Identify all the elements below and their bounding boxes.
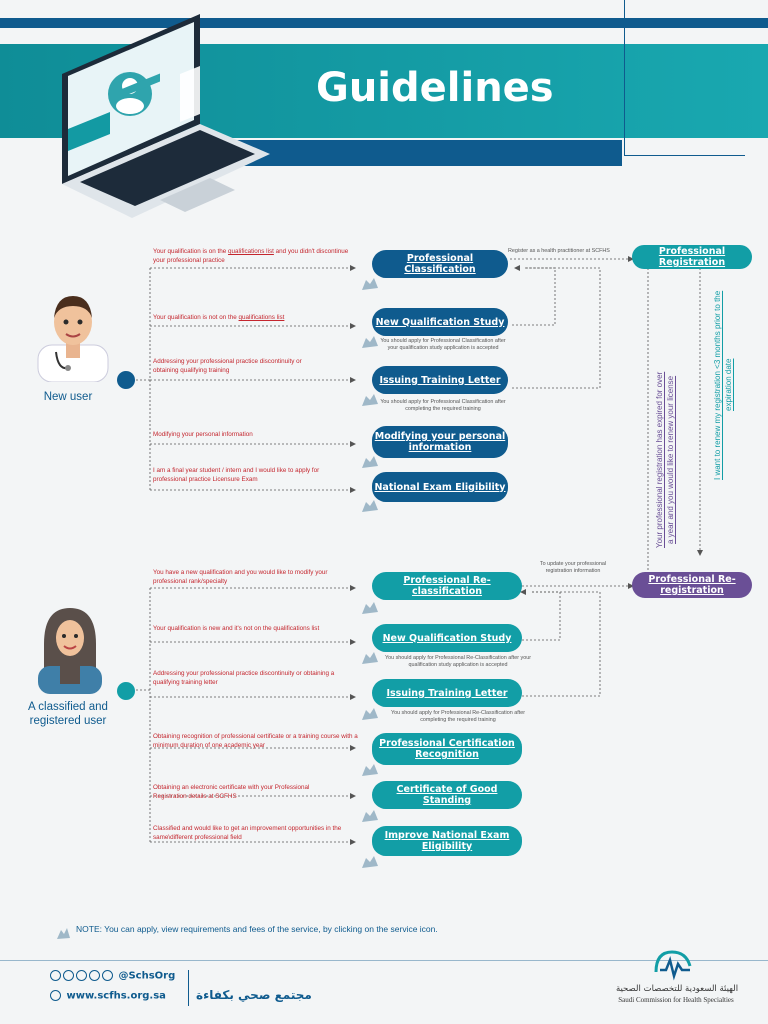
qualifications-list-link[interactable]: qualifications list <box>228 248 274 255</box>
certificate-good-standing-button[interactable]: Certificate of Good Standing <box>372 781 522 809</box>
register-label: Register as a health practitioner at SCF… <box>508 248 610 254</box>
twitter-icon[interactable] <box>50 970 61 981</box>
hand-pointer-icon <box>362 708 378 720</box>
hand-pointer-icon <box>362 602 378 614</box>
reg-new-qualification-hint: You should apply for Professional Re-Cla… <box>384 655 532 668</box>
registered-user-node <box>117 682 135 700</box>
professional-reregistration-button[interactable]: Professional Re-registration <box>632 572 752 598</box>
new-user-desc-3: Addressing your professional practice di… <box>153 358 302 374</box>
professional-reclassification-button[interactable]: Professional Re-classification <box>372 572 522 600</box>
website-row: www.scfhs.org.sa <box>50 990 166 1002</box>
web-icon <box>50 990 61 1001</box>
arabic-slogan: مجتمع صحي بكفاءة <box>196 988 312 1002</box>
website-link[interactable]: www.scfhs.org.sa <box>66 990 166 1002</box>
new-user-desc-2: Your qualification is not on the qualifi… <box>153 314 285 321</box>
reg-user-desc-2: Your qualification is new and it's not o… <box>153 625 320 632</box>
header-underbar <box>230 140 622 166</box>
social-handle[interactable]: @SchsOrg <box>118 970 176 982</box>
reg-user-desc-4: Obtaining recognition of professional ce… <box>153 733 358 749</box>
national-exam-eligibility-button[interactable]: National Exam Eligibility <box>372 472 508 502</box>
hand-pointer-icon <box>362 278 378 290</box>
expired-registration-text: Your professional registration has expir… <box>655 371 675 549</box>
hand-pointer-icon <box>362 810 378 822</box>
new-user-label: New user <box>43 391 93 403</box>
new-user-desc-5: I am a final year student / intern and I… <box>153 467 320 483</box>
page-title: Guidelines <box>316 65 554 111</box>
social-row: @SchsOrg <box>50 970 175 982</box>
new-qualification-study-button[interactable]: New Qualification Study <box>372 308 508 336</box>
header-outline <box>624 0 745 156</box>
hand-pointer-icon <box>362 764 378 776</box>
registered-user-label: A classified and registered user <box>28 701 108 727</box>
org-english-name: Saudi Commission for Health Specialties <box>618 996 734 1004</box>
hand-pointer-icon <box>362 500 378 512</box>
reg-new-qualification-study-button[interactable]: New Qualification Study <box>372 624 522 652</box>
training-letter-hint: You should apply for Professional Classi… <box>380 399 506 412</box>
org-arabic-name: الهيئة السعودية للتخصصات الصحية <box>615 984 739 994</box>
reg-user-desc-1: You have a new qualification and you wou… <box>153 569 328 585</box>
youtube-icon[interactable] <box>63 970 74 981</box>
hand-pointer-icon <box>362 856 378 868</box>
qualifications-list-link[interactable]: qualifications list <box>238 314 285 321</box>
professional-certification-recognition-button[interactable]: Professional Certification Recognition <box>372 733 522 765</box>
reg-user-desc-3: Addressing your professional practice di… <box>153 670 335 686</box>
update-registration-label: To update your professional registration… <box>539 561 607 574</box>
hand-pointer-icon <box>362 336 378 348</box>
laptop-illustration <box>62 14 270 218</box>
renew-registration-text: I want to renew my registration <3 month… <box>713 290 733 480</box>
footer-separator <box>188 970 189 1006</box>
registered-user-avatar <box>38 608 102 694</box>
scfhs-logo <box>654 950 692 981</box>
reg-training-letter-hint: You should apply for Professional Re-Cla… <box>390 710 526 723</box>
improve-national-exam-button[interactable]: Improve National Exam Eligibility <box>372 826 522 856</box>
issuing-training-letter-button[interactable]: Issuing Training Letter <box>372 366 508 394</box>
top-bar <box>0 18 768 28</box>
hand-pointer-icon <box>362 652 378 664</box>
hand-pointer-icon <box>362 456 378 468</box>
hand-pointer-icon <box>57 928 70 939</box>
professional-classification-button[interactable]: Professional Classification <box>372 250 508 278</box>
new-user-desc-4: Modifying your personal information <box>153 431 253 438</box>
reg-user-desc-5: Obtaining an electronic certificate with… <box>153 784 310 800</box>
reg-user-desc-6: Classified and would like to get an impr… <box>153 825 342 841</box>
professional-registration-button[interactable]: Professional Registration <box>632 245 752 269</box>
hand-pointer-icon <box>362 394 378 406</box>
doctor-avatar <box>37 296 109 382</box>
modify-personal-info-button[interactable]: Modifying your personal information <box>372 426 508 458</box>
linkedin-icon[interactable] <box>102 970 113 981</box>
footer-divider <box>0 960 768 961</box>
service-note: NOTE: You can apply, view requirements a… <box>76 924 438 934</box>
instagram-icon[interactable] <box>76 970 87 981</box>
new-user-desc-1: Your qualification is on the qualificati… <box>153 248 349 264</box>
new-user-node <box>117 371 135 389</box>
snapchat-icon[interactable] <box>89 970 100 981</box>
new-qualification-hint: You should apply for Professional Classi… <box>380 338 506 351</box>
reg-issuing-training-letter-button[interactable]: Issuing Training Letter <box>372 679 522 707</box>
